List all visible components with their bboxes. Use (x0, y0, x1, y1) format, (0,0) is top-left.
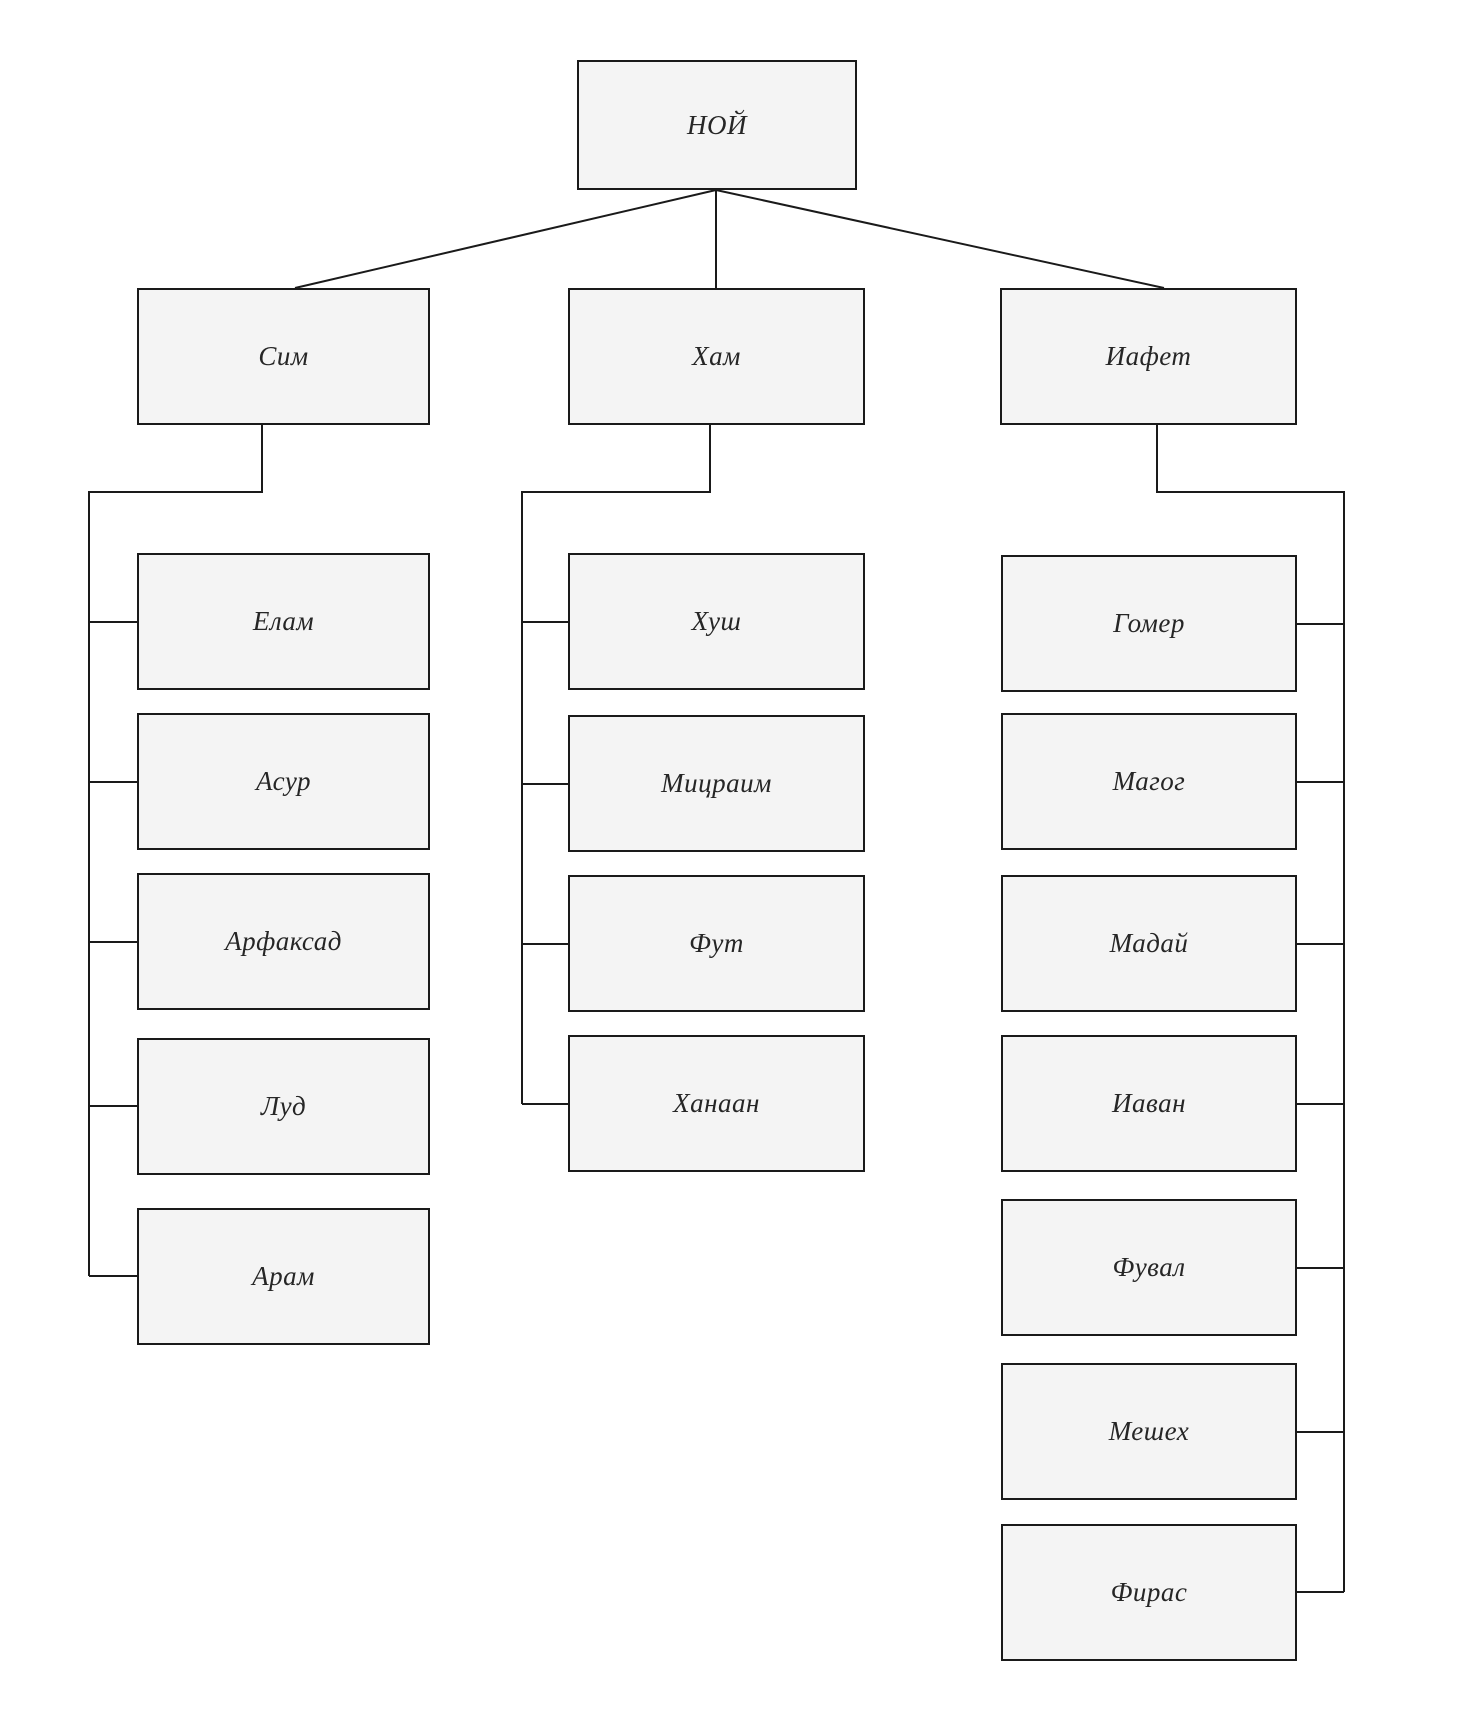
node-fuval: Фувал (1001, 1199, 1297, 1336)
node-hanaan-label: Ханаан (673, 1088, 760, 1118)
node-iafet: Иафет (1000, 288, 1297, 425)
node-gomer-label: Гомер (1113, 608, 1185, 638)
connector-root-sim (294, 189, 717, 289)
connector-root-iafet (715, 189, 1165, 289)
node-fut: Фут (568, 875, 865, 1012)
node-hush-label: Хуш (691, 606, 742, 636)
node-magog-label: Магог (1112, 766, 1186, 796)
sim-branch-connectors (88, 425, 263, 1277)
node-lud: Луд (137, 1038, 430, 1175)
connector-sim-spine (88, 425, 263, 1276)
node-asur: Асур (137, 713, 430, 850)
root-connectors (294, 189, 1165, 289)
node-ham-label: Хам (692, 341, 741, 371)
node-hush: Хуш (568, 553, 865, 690)
node-iavan: Иаван (1001, 1035, 1297, 1172)
connector-iafet-spine (1156, 425, 1345, 1592)
node-arfaksad: Арфаксад (137, 873, 430, 1010)
node-sim: Сим (137, 288, 430, 425)
node-mitsraim-label: Мицраим (661, 768, 772, 798)
node-firas: Фирас (1001, 1524, 1297, 1661)
node-ham: Хам (568, 288, 865, 425)
connector-ham-spine (521, 425, 711, 1104)
node-asur-label: Асур (255, 766, 311, 796)
node-lud-label: Луд (260, 1091, 307, 1121)
node-gomer: Гомер (1001, 555, 1297, 692)
node-sim-label: Сим (258, 341, 309, 371)
node-elam: Елам (137, 553, 430, 690)
node-aram: Арам (137, 1208, 430, 1345)
node-firas-label: Фирас (1110, 1577, 1188, 1607)
node-noy: НОЙ (577, 60, 857, 190)
node-iavan-label: Иаван (1112, 1088, 1186, 1118)
node-aram-label: Арам (252, 1261, 315, 1291)
node-magog: Магог (1001, 713, 1297, 850)
node-hanaan: Ханаан (568, 1035, 865, 1172)
node-mitsraim: Мицраим (568, 715, 865, 852)
node-fut-label: Фут (689, 928, 744, 958)
ham-branch-connectors (521, 425, 711, 1105)
node-fuval-label: Фувал (1112, 1252, 1186, 1282)
node-noy-label: НОЙ (687, 109, 747, 140)
node-arfaksad-label: Арфаксад (225, 926, 342, 956)
node-madai-label: Мадай (1109, 928, 1189, 958)
node-madai: Мадай (1001, 875, 1297, 1012)
node-meshekh-label: Мешех (1108, 1416, 1190, 1446)
iafet-branch-connectors (1156, 425, 1345, 1593)
node-elam-label: Елам (252, 606, 315, 636)
node-meshekh: Мешех (1001, 1363, 1297, 1500)
node-iafet-label: Иафет (1105, 341, 1192, 371)
